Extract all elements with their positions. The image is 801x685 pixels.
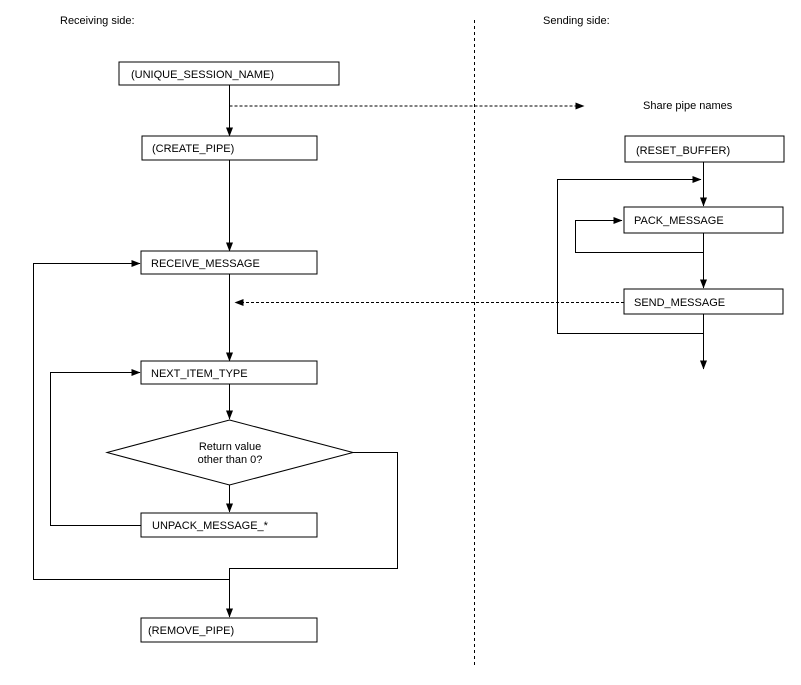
send-message-label: SEND_MESSAGE	[634, 297, 725, 309]
node-pack-message: PACK_MESSAGE	[623, 206, 784, 234]
receive-message-label: RECEIVE_MESSAGE	[151, 258, 260, 270]
receive-message-box	[140, 250, 318, 275]
sending-side-label: Sending side:	[543, 15, 610, 27]
reset-buffer-box	[624, 135, 785, 163]
unpack-message-box	[140, 512, 318, 538]
send-message-box	[623, 288, 784, 315]
node-unique-session-name: (UNIQUE_SESSION_NAME)	[118, 61, 340, 86]
pack-message-label: PACK_MESSAGE	[634, 215, 724, 227]
node-send-message: SEND_MESSAGE	[623, 288, 784, 315]
remove-pipe-label: (REMOVE_PIPE)	[148, 625, 234, 637]
share-pipe-names-label: Share pipe names	[643, 100, 733, 112]
receiving-side-label: Receiving side:	[60, 15, 135, 27]
node-decision-return-value: Return value other than 0?	[105, 419, 355, 486]
node-unpack-message: UNPACK_MESSAGE_*	[140, 512, 318, 538]
node-create-pipe: (CREATE_PIPE)	[141, 135, 318, 161]
unique-session-name-label: (UNIQUE_SESSION_NAME)	[131, 69, 274, 81]
next-item-type-label: NEXT_ITEM_TYPE	[151, 368, 248, 380]
node-reset-buffer: (RESET_BUFFER)	[624, 135, 785, 163]
node-receive-message: RECEIVE_MESSAGE	[140, 250, 318, 275]
decision-label-line2: other than 0?	[198, 454, 263, 466]
edge-unpack-loop-to-nextitem	[50, 369, 141, 526]
node-next-item-type: NEXT_ITEM_TYPE	[140, 360, 318, 385]
node-remove-pipe: (REMOVE_PIPE)	[140, 617, 318, 643]
create-pipe-box	[141, 135, 318, 161]
pack-message-box	[623, 206, 784, 234]
remove-pipe-box	[140, 617, 318, 643]
edge-pack-self-loop	[575, 217, 704, 253]
decision-label-line1: Return value	[199, 441, 261, 453]
decision-diamond	[105, 419, 355, 486]
create-pipe-label: (CREATE_PIPE)	[152, 143, 234, 155]
reset-buffer-label: (RESET_BUFFER)	[636, 145, 730, 157]
edge-outer-loop-to-receive	[33, 260, 230, 580]
unique-session-name-box	[118, 61, 340, 86]
edge-send-loop-to-pack-line	[557, 176, 704, 334]
unpack-message-label: UNPACK_MESSAGE_*	[152, 520, 269, 532]
next-item-type-box	[140, 360, 318, 385]
edge-decision-to-removepipe	[226, 452, 398, 618]
